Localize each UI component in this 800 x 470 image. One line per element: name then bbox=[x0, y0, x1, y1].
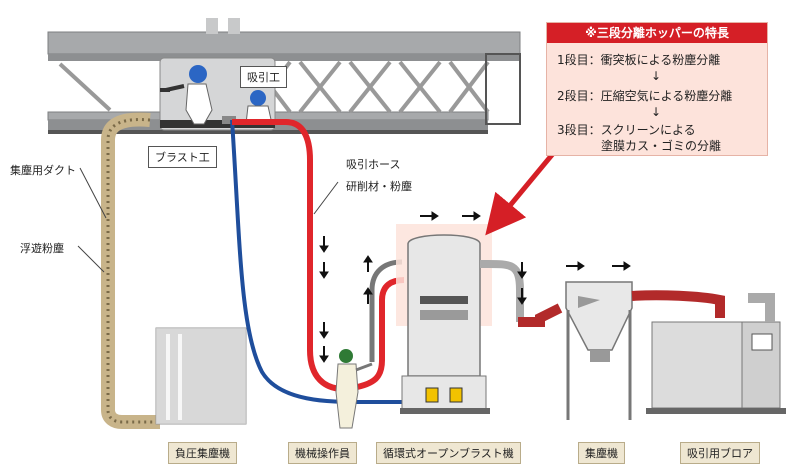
label-suction-hose: 吸引ホース bbox=[346, 158, 401, 171]
blower-duct bbox=[631, 290, 725, 318]
callout-arrow bbox=[485, 148, 558, 236]
label-blast-worker: ブラスト工 bbox=[148, 146, 217, 168]
label-dust-duct: 集塵用ダクト bbox=[10, 164, 76, 177]
label-suction-worker: 吸引工 bbox=[240, 66, 287, 88]
feature-stage-3b: 塗膜カス・ゴミの分離 bbox=[601, 139, 722, 153]
dust-duct bbox=[101, 112, 160, 429]
negative-pressure-collector-unit bbox=[155, 327, 247, 425]
label-machine-operator: 機械操作員 bbox=[288, 442, 357, 464]
flow-arrows bbox=[319, 211, 631, 363]
circulating-blast-machine-unit bbox=[400, 234, 563, 414]
label-circulating-blast-machine: 循環式オープンブラスト機 bbox=[376, 442, 521, 464]
feature-title: ※三段分離ホッパーの特長 bbox=[547, 23, 767, 43]
label-dust-collector: 集塵機 bbox=[578, 442, 625, 464]
feature-stage-1: 1段目：衝突板による粉塵分離 bbox=[557, 53, 721, 67]
label-floating-dust: 浮遊粉塵 bbox=[20, 242, 64, 255]
machine-operator-figure bbox=[335, 349, 373, 429]
blast-worker-figure bbox=[160, 65, 213, 125]
feature-arrow-1: ↓ bbox=[651, 69, 662, 83]
feature-stage-2: 2段目：圧縮空気による粉塵分離 bbox=[557, 89, 733, 103]
hopper-feature-panel: ※三段分離ホッパーの特長 1段目：衝突板による粉塵分離 ↓ 2段目：圧縮空気によ… bbox=[546, 22, 768, 156]
feature-arrow-2: ↓ bbox=[651, 105, 662, 119]
blue-blast-hose bbox=[230, 119, 410, 404]
label-negative-pressure-collector: 負圧集塵機 bbox=[168, 442, 237, 464]
label-abrasive-dust: 研削材・粉塵 bbox=[346, 180, 412, 193]
suction-blower-unit bbox=[646, 293, 786, 414]
feature-stage-3a: 3段目：スクリーンによる bbox=[557, 123, 696, 137]
label-suction-blower: 吸引用ブロア bbox=[680, 442, 760, 464]
dust-collector-unit bbox=[565, 281, 633, 420]
leader-hose bbox=[313, 181, 339, 215]
leader-duct bbox=[79, 167, 107, 219]
leader-floating bbox=[77, 245, 105, 273]
